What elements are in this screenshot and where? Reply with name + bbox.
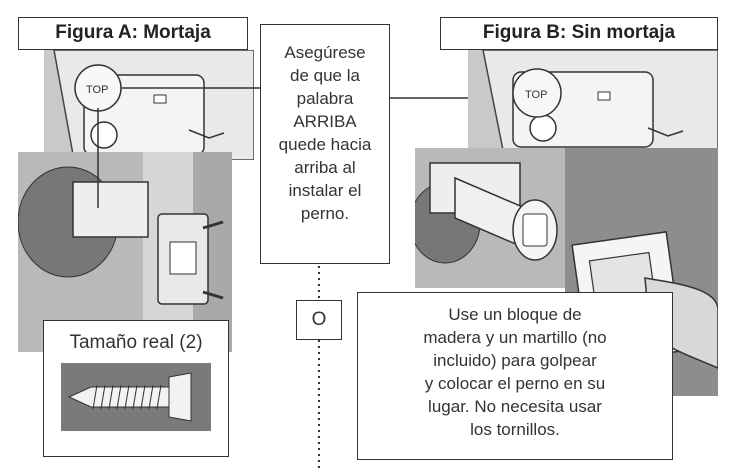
- center-note-line-7: instalar el: [288, 181, 362, 200]
- or-box: O: [296, 300, 342, 340]
- hammer-note-line-4: y colocar el perno en su: [424, 374, 606, 393]
- figure-a-latch-install-illustration: [18, 152, 232, 352]
- figure-a-detail-panel: [44, 50, 254, 160]
- figure-a-main-panel: [18, 152, 232, 352]
- center-note-line-1: Asegúrese: [284, 43, 366, 62]
- hammer-note-line-6: los tornillos.: [470, 420, 560, 439]
- figure-b-latch-closeup: [468, 50, 718, 150]
- hammer-instruction-box: Use un bloque de madera y un martillo (n…: [357, 292, 673, 460]
- center-note-line-4: ARRIBA: [293, 112, 357, 131]
- center-note-line-3: palabra: [296, 89, 354, 108]
- screw-icon: [61, 363, 211, 431]
- top-mark-a: TOP: [86, 84, 108, 96]
- center-instruction-box: Asegúrese de que la palabra ARRIBA quede…: [260, 24, 390, 264]
- figure-b-title: Figura B: Sin mortaja: [440, 17, 718, 50]
- figure-b-detail-panel: [468, 50, 718, 150]
- hammer-note-line-2: madera y un martillo (no: [423, 328, 607, 347]
- figure-a-leader-line: [96, 108, 100, 208]
- figure-a-latch-closeup: [44, 50, 254, 160]
- center-note-line-6: arriba al: [294, 158, 356, 177]
- hammer-note-line-5: lugar. No necesita usar: [428, 397, 602, 416]
- actual-size-label: Tamaño real (2): [69, 332, 203, 353]
- figure-a-title: Figura A: Mortaja: [18, 17, 248, 50]
- figure-b-magnifier: TOP: [510, 66, 564, 120]
- top-mark-b: TOP: [525, 89, 547, 101]
- actual-size-box: Tamaño real (2): [43, 320, 229, 457]
- center-note-line-8: perno.: [300, 204, 350, 223]
- or-label: O: [311, 309, 327, 330]
- hammer-note-line-1: Use un bloque de: [448, 305, 582, 324]
- center-note-line-2: de que la: [290, 66, 360, 85]
- center-note-line-5: quede hacia: [278, 135, 372, 154]
- hammer-note-line-3: incluido) para golpear: [433, 351, 597, 370]
